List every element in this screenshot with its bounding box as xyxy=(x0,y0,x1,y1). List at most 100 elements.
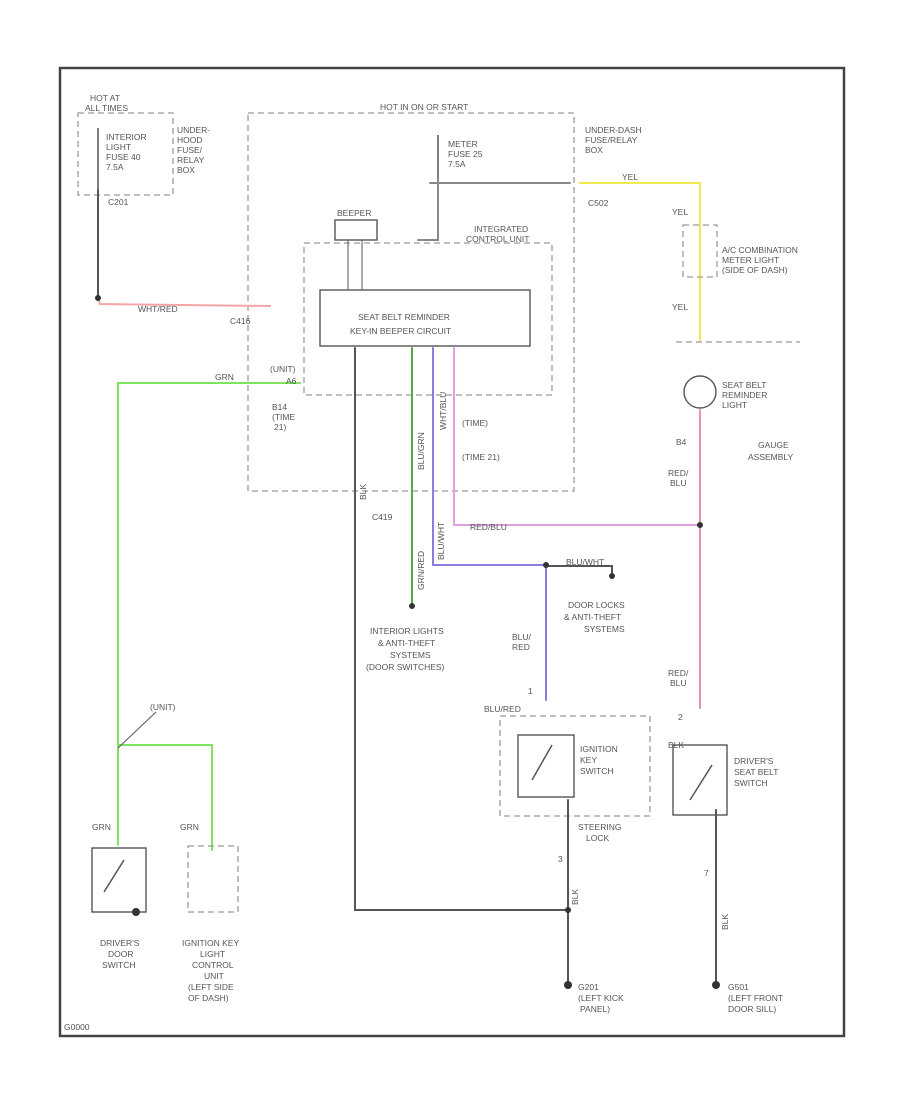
label-unit-switch: (UNIT) xyxy=(150,702,176,712)
ground-point-door-switch xyxy=(132,908,140,916)
label-interior-lights-1: INTERIOR LIGHTS xyxy=(370,626,444,636)
label-interior-fuse-3: FUSE 40 xyxy=(106,152,141,162)
label-underhood-5: BOX xyxy=(177,165,195,175)
label-underdash-1: UNDER-DASH xyxy=(585,125,642,135)
label-drivers-door-3: SWITCH xyxy=(102,960,136,970)
wire-black-left xyxy=(354,347,569,911)
drivers-seat-belt-switch xyxy=(672,744,728,816)
label-blu-wht: BLU/WHT xyxy=(566,557,604,567)
junction-dot xyxy=(409,603,415,609)
label-grn-2: GRN xyxy=(180,822,199,832)
label-underdash-3: BOX xyxy=(585,145,603,155)
label-c419: C419 xyxy=(372,512,393,522)
integrated-control-unit-outline xyxy=(303,242,553,396)
label-red-blu-lower-2: BLU xyxy=(670,678,687,688)
label-underhood-2: HOOD xyxy=(177,135,203,145)
label-ignition-light-3: CONTROL xyxy=(192,960,234,970)
label-blu-red-1: BLU/ xyxy=(512,632,532,642)
label-hot-in-on: HOT IN ON OR START xyxy=(380,102,468,112)
label-g201-3: PANEL) xyxy=(580,1004,610,1014)
label-unit: (UNIT) xyxy=(270,364,296,374)
label-grn-red-wire: GRN/RED xyxy=(416,551,426,590)
label-integrated-2: CONTROL UNIT xyxy=(466,234,529,244)
label-yel-right: YEL xyxy=(672,207,688,217)
label-yel-2: YEL xyxy=(672,302,688,312)
junction-dot xyxy=(565,907,571,913)
label-drivers-seat-belt-3: SWITCH xyxy=(734,778,768,788)
drivers-door-switch xyxy=(91,847,147,913)
label-gauge-light-2: METER LIGHT xyxy=(722,255,779,265)
label-pin-1: 1 xyxy=(528,686,533,696)
label-time-1: (TIME) xyxy=(462,418,488,428)
label-blk-wire-1: BLK xyxy=(358,484,368,500)
label-hot-at-all-times-1: HOT AT xyxy=(90,93,120,103)
label-interior-fuse-1: INTERIOR xyxy=(106,132,147,142)
label-g501-2: (LEFT FRONT xyxy=(728,993,783,1003)
label-yel: YEL xyxy=(622,172,638,182)
label-underhood-1: UNDER- xyxy=(177,125,210,135)
label-underhood-3: FUSE/ xyxy=(177,145,203,155)
junction-dot xyxy=(95,295,101,301)
label-a6: A6 xyxy=(286,376,297,386)
label-underhood-4: RELAY xyxy=(177,155,205,165)
label-ignition-key-3: SWITCH xyxy=(580,766,614,776)
label-steering-lock-2: LOCK xyxy=(586,833,609,843)
label-seat-belt-light-2: REMINDER xyxy=(722,390,767,400)
label-blk-wire-2: BLK xyxy=(570,889,580,905)
label-steering-lock-1: STEERING xyxy=(578,822,621,832)
wire-green-branch xyxy=(117,744,213,851)
label-pin-3: 3 xyxy=(558,854,563,864)
wire-meter-feed xyxy=(417,179,439,241)
label-interior-lights-4: (DOOR SWITCHES) xyxy=(366,662,445,672)
label-wht-red: WHT/RED xyxy=(138,304,178,314)
label-g501-1: G501 xyxy=(728,982,749,992)
label-meter-fuse-3: 7.5A xyxy=(448,159,466,169)
label-blu-red-2: RED xyxy=(512,642,530,652)
label-interior-lights-3: SYSTEMS xyxy=(390,650,431,660)
label-g201-1: G201 xyxy=(578,982,599,992)
label-blu-red-switch: BLU/RED xyxy=(484,704,521,714)
label-door-locks-1: DOOR LOCKS xyxy=(568,600,625,610)
label-ignition-light-4: UNIT xyxy=(204,971,224,981)
label-grn: GRN xyxy=(215,372,234,382)
label-g201-2: (LEFT KICK xyxy=(578,993,624,1003)
label-underdash-2: FUSE/RELAY xyxy=(585,135,638,145)
label-beeper: BEEPER xyxy=(337,208,372,218)
label-drivers-seat-belt-1: DRIVER'S xyxy=(734,756,774,766)
label-hot-at-all-times-2: ALL TIMES xyxy=(85,103,128,113)
label-integrated-1: INTEGRATED xyxy=(474,224,528,234)
diagram-frame xyxy=(58,66,846,1038)
label-meter-fuse-1: METER xyxy=(448,139,478,149)
label-ignition-light-5: (LEFT SIDE xyxy=(188,982,234,992)
label-c416: C416 xyxy=(230,316,251,326)
label-door-locks-2: & ANTI-THEFT xyxy=(564,612,621,622)
label-blk-switch: BLK xyxy=(668,740,684,750)
label-pin-7: 7 xyxy=(704,868,709,878)
label-c502: C502 xyxy=(588,198,609,208)
label-ignition-light-6: OF DASH) xyxy=(188,993,229,1003)
label-red-blu-lower-1: RED/ xyxy=(668,668,689,678)
ground-point-g201 xyxy=(564,981,572,989)
label-b14-2: (TIME xyxy=(272,412,295,422)
label-drivers-door-1: DRIVER'S xyxy=(100,938,140,948)
label-g501-3: DOOR SILL) xyxy=(728,1004,776,1014)
label-door-locks-3: SYSTEMS xyxy=(584,624,625,634)
seat-belt-reminder-light xyxy=(683,375,717,409)
label-b4: B4 xyxy=(676,437,687,447)
junction-dot xyxy=(609,573,615,579)
label-seat-belt-light-1: SEAT BELT xyxy=(722,380,766,390)
wire-wht-red xyxy=(97,297,271,307)
junction-dot xyxy=(697,522,703,528)
label-circuit-1: SEAT BELT REMINDER xyxy=(358,312,450,322)
label-drivers-seat-belt-2: SEAT BELT xyxy=(734,767,778,777)
label-blu-grn-wire: BLU/GRN xyxy=(416,432,426,470)
label-gauge-assembly-2: ASSEMBLY xyxy=(748,452,794,462)
wire-yellow xyxy=(579,182,701,341)
seat-belt-reminder-circuit xyxy=(319,289,531,347)
label-red-blu-1: RED/ xyxy=(668,468,689,478)
wire-door-locks xyxy=(545,565,613,576)
label-b14-3: 21) xyxy=(274,422,286,432)
label-interior-fuse-2: LIGHT xyxy=(106,142,131,152)
ground-point-g501 xyxy=(712,981,720,989)
